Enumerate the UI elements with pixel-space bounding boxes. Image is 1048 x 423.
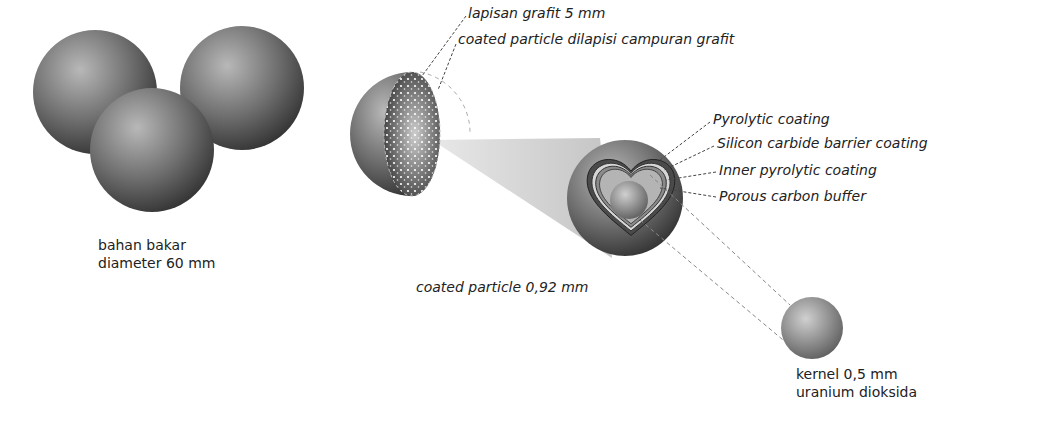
kernel-sphere <box>781 297 843 359</box>
part-label: Silicon carbide barrier coating <box>717 134 928 152</box>
part-label: coated particle dilapisi campuran grafit <box>458 30 734 48</box>
part-label: bahan bakar diameter 60 mm <box>98 236 218 272</box>
part-label: kernel 0,5 mm uranium dioksida <box>796 365 931 401</box>
fuel-pebbles <box>33 26 304 212</box>
part-label: Pyrolytic coating <box>713 110 830 128</box>
part-label: lapisan grafit 5 mm <box>468 4 605 22</box>
coated-particle <box>567 140 683 256</box>
part-label: coated particle 0,92 mm <box>416 278 588 296</box>
cut-pebble <box>350 72 470 196</box>
part-label: Porous carbon buffer <box>719 187 866 205</box>
part-label: Inner pyrolytic coating <box>719 161 877 179</box>
